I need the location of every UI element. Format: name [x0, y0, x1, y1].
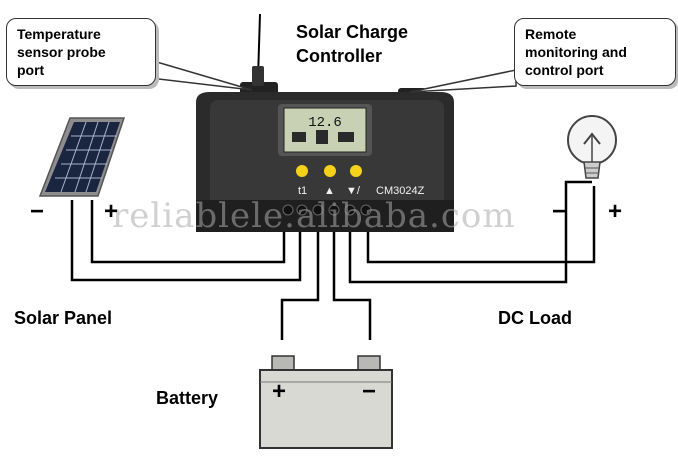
watermark: reliablele.alibaba.com — [112, 196, 516, 236]
remote-line1: Remote — [525, 26, 577, 42]
temp-sensor-line1: Temperature — [17, 26, 101, 42]
temp-sensor-callout: Temperature sensor probe port — [6, 18, 156, 86]
lcd-reading: 12.6 — [308, 115, 342, 131]
light-bulb-icon — [567, 115, 617, 179]
wires — [70, 13, 596, 340]
controller-model: CM3024Z — [376, 185, 425, 197]
panel-minus-sign: − — [30, 198, 45, 225]
battery-icon — [259, 355, 393, 449]
wire-load-negative — [348, 180, 592, 284]
button-glyph-1: t1 — [298, 185, 307, 197]
button-glyph-2: ▲ — [324, 185, 335, 197]
diagram-title: Solar Charge Controller — [296, 20, 408, 68]
load-minus-sign: − — [552, 198, 567, 225]
temp-sensor-line2: sensor probe — [17, 44, 106, 60]
lcd-icons — [292, 130, 354, 144]
solar-panel-label: Solar Panel — [14, 308, 113, 328]
wire-battery-positive — [280, 212, 320, 340]
button-glyph-3: ▼/ — [346, 185, 361, 197]
load-plus-sign: + — [608, 198, 623, 225]
callout-pointers — [149, 58, 517, 93]
wire-load-positive — [366, 186, 596, 264]
battery-label: Battery — [156, 388, 219, 408]
charge-controller — [196, 66, 454, 232]
battery-plus-sign: + — [272, 378, 287, 405]
remote-port-callout: Remote monitoring and control port — [514, 18, 676, 86]
solar-panel-icon — [38, 117, 126, 197]
diagram-title-line2: Controller — [296, 46, 383, 66]
remote-line3: control port — [525, 62, 604, 78]
wire-panel-negative — [70, 200, 302, 282]
terminal-block — [282, 204, 372, 216]
battery-minus-sign: − — [362, 378, 377, 405]
control-buttons — [296, 165, 362, 177]
panel-plus-sign: + — [104, 198, 119, 225]
dc-load-label: DC Load — [498, 308, 572, 328]
diagram-title-line1: Solar Charge — [296, 22, 409, 42]
wire-panel-positive — [90, 200, 286, 264]
wire-battery-negative — [332, 212, 372, 340]
remote-line2: monitoring and — [525, 44, 627, 60]
temp-sensor-line3: port — [17, 62, 45, 78]
